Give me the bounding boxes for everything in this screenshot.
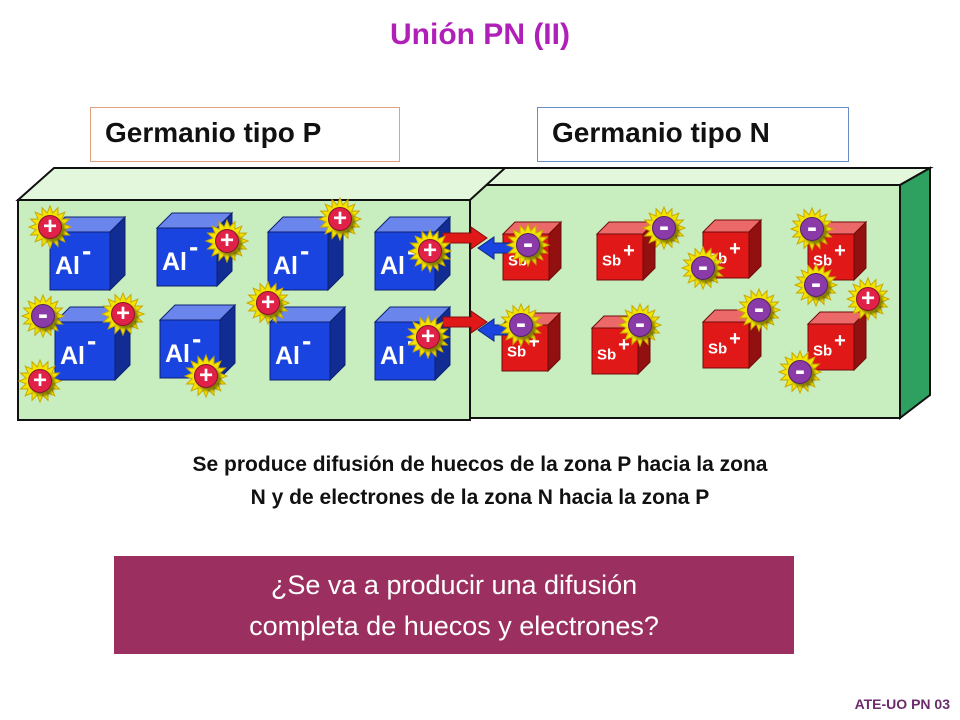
carrier-sign: - <box>38 298 48 331</box>
ion-label: Al <box>380 342 405 370</box>
donor-ion: Sb+ <box>595 220 657 282</box>
ion-label: Al <box>165 340 190 368</box>
electron-carrier: - <box>617 302 663 348</box>
electron-carrier: - <box>777 349 823 395</box>
hole-carrier: + <box>405 314 451 360</box>
carrier-sign: + <box>423 237 437 264</box>
carrier-sign: + <box>421 323 435 350</box>
ion-charge: - <box>300 235 309 266</box>
electron-carrier: - <box>505 222 551 268</box>
ion-charge: + <box>618 334 630 356</box>
acceptor-ions: Al-Al-Al-Al-Al-Al-Al-Al- <box>48 211 452 382</box>
ion-label: Sb <box>813 342 832 359</box>
footer-code: ATE-UO PN 03 <box>854 696 950 712</box>
label-n-type: Germanio tipo N <box>537 107 849 162</box>
ion-label: Al <box>55 252 80 280</box>
hole-carrier: + <box>27 204 73 250</box>
ion-charge: + <box>729 238 741 260</box>
ion-label: Sb <box>813 252 832 269</box>
carrier-sign: - <box>635 307 645 340</box>
carrier-sign: - <box>795 354 805 387</box>
carrier-sign: + <box>199 362 213 389</box>
electron-carrier: - <box>789 206 835 252</box>
holes: + + + + + + + + + + <box>17 196 891 404</box>
carrier-sign: + <box>116 300 130 327</box>
carrier-sign: + <box>43 213 57 240</box>
hole-carrier: + <box>317 196 363 242</box>
hole-carrier: + <box>183 353 229 399</box>
page-title: Unión PN (II) <box>390 18 570 51</box>
ion-charge: - <box>189 231 198 262</box>
description: Se produce difusión de huecos de la zona… <box>0 448 960 514</box>
electron-carrier: - <box>680 245 726 291</box>
ion-label: Al <box>60 342 85 370</box>
carrier-sign: - <box>523 227 533 260</box>
arrow-hole-diffusion <box>442 310 488 334</box>
ion-charge: - <box>82 235 91 266</box>
ion-charge: + <box>528 331 540 353</box>
label-p-type: Germanio tipo P <box>90 107 400 162</box>
question-line-2: completa de huecos y electrones? <box>249 611 659 641</box>
question-box: ¿Se va a producir una difusión completa … <box>114 556 794 654</box>
carrier-sign: + <box>333 205 347 232</box>
hole-carrier: + <box>407 228 453 274</box>
carrier-sign: - <box>659 210 669 243</box>
ion-charge: + <box>623 240 635 262</box>
ion-charge: + <box>834 240 846 262</box>
carrier-sign: - <box>754 292 764 325</box>
hole-carrier: + <box>100 291 146 337</box>
diffusion-arrows <box>442 226 523 342</box>
pn-junction-diagram: Al-Al-Al-Al-Al-Al-Al-Al- Sb+Sb+Sb+Sb+Sb+… <box>15 166 934 421</box>
ion-charge: + <box>834 330 846 352</box>
carrier-sign: - <box>516 307 526 340</box>
ion-charge: - <box>87 325 96 356</box>
ion-label: Al <box>380 252 405 280</box>
carrier-sign: + <box>33 367 47 394</box>
carrier-sign: - <box>698 250 708 283</box>
electrons: ---------- <box>20 205 839 395</box>
donor-ion: Sb+ <box>806 310 868 372</box>
carrier-sign: + <box>261 289 275 316</box>
electron-carrier: - <box>736 287 782 333</box>
electron-carrier: - <box>793 262 839 308</box>
carrier-sign: + <box>220 227 234 254</box>
ion-label: Al <box>162 248 187 276</box>
electron-carrier: - <box>498 302 544 348</box>
ion-charge: - <box>192 323 201 354</box>
acceptor-ion: Al- <box>268 305 347 382</box>
acceptor-ion: Al- <box>48 215 127 292</box>
carrier-sign: - <box>807 211 817 244</box>
donor-ion: Sb+ <box>701 218 763 280</box>
ion-label: Al <box>273 252 298 280</box>
ion-charge: - <box>302 325 311 356</box>
hole-carrier: + <box>204 218 250 264</box>
description-line-2: N y de electrones de la zona N hacia la … <box>250 486 710 509</box>
ion-label: Sb <box>708 340 727 357</box>
ion-label: Sb <box>507 343 526 360</box>
hole-carrier: + <box>245 280 291 326</box>
hole-carrier: + <box>17 358 63 404</box>
ion-label: Sb <box>597 346 616 363</box>
question-line-1: ¿Se va a producir una difusión <box>270 570 638 600</box>
electron-carrier: - <box>641 205 687 251</box>
description-line-1: Se produce difusión de huecos de la zona… <box>192 453 768 476</box>
ion-charge: - <box>407 325 416 356</box>
hole-carrier: + <box>845 276 891 322</box>
ion-label: Al <box>275 342 300 370</box>
electron-carrier: - <box>20 293 66 339</box>
carrier-sign: + <box>861 285 875 312</box>
ion-charge: + <box>729 328 741 350</box>
carrier-sign: - <box>811 267 821 300</box>
ion-label: Sb <box>602 252 621 269</box>
